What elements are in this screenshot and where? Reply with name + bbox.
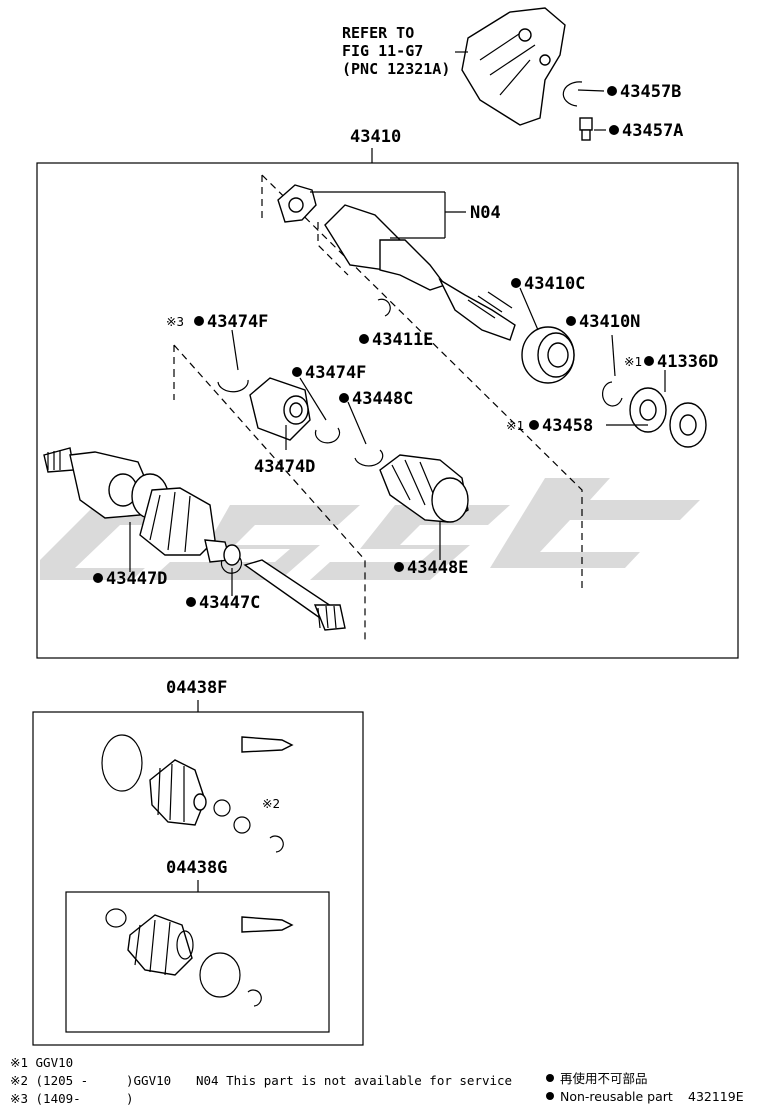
non-reusable-dot (607, 86, 617, 96)
label-43410N: 43410N (579, 312, 640, 332)
non-reusable-dot (529, 420, 539, 430)
label-41336D: 41336D (657, 352, 718, 372)
clamp-icon (314, 427, 341, 444)
non-reusable-dot (644, 356, 654, 366)
label-43411E: 43411E (372, 330, 433, 350)
outboard-joint (43, 447, 346, 631)
snap-ring-icon (562, 81, 605, 107)
legend-english: Non-reusable part (560, 1089, 673, 1104)
kit-f-number: 04438F (166, 678, 227, 698)
footnote-1: ※1 GGV10 (10, 1055, 73, 1070)
legend-dot (546, 1074, 554, 1082)
boot-icon (379, 454, 469, 560)
label-43448E: 43448E (407, 558, 468, 578)
clip-icon (377, 298, 391, 317)
plug-icon (579, 117, 606, 141)
assembly-frame (36, 162, 739, 659)
label-43448C: 43448C (352, 389, 413, 409)
note-mark-2: ※2 (262, 796, 280, 811)
clamp-icon (354, 449, 384, 467)
non-reusable-dot (511, 278, 521, 288)
label-43458: 43458 (542, 416, 593, 436)
non-reusable-dot (194, 316, 204, 326)
legend-dot (546, 1092, 554, 1100)
footnote-3: ※3 (1409- (10, 1091, 81, 1106)
ring-icon (602, 381, 623, 407)
non-reusable-dot (339, 393, 349, 403)
label-43457B: 43457B (620, 82, 681, 102)
footnote-n04: N04 This part is not available for servi… (196, 1073, 512, 1088)
non-reusable-dot (609, 125, 619, 135)
figure-code: 432119E (688, 1089, 744, 1104)
non-reusable-dot (186, 597, 196, 607)
label-43474F-b: 43474F (305, 363, 366, 383)
clamp-icon (217, 379, 249, 393)
label-43474D: 43474D (254, 457, 315, 477)
damper-icon (249, 377, 311, 450)
note-mark-3: ※3 (166, 314, 184, 329)
note-mark-1b: ※1 (506, 418, 524, 433)
kit-g-number: 04438G (166, 858, 227, 878)
legend-japanese: 再使用不可部品 (560, 1071, 648, 1086)
non-reusable-dot (566, 316, 576, 326)
inboard-joint (277, 184, 516, 341)
refer-line2: FIG 11-G7 (342, 42, 423, 60)
transaxle-housing (455, 7, 566, 126)
kit-g-frame (65, 891, 330, 1033)
note-mark-1: ※1 (624, 354, 642, 369)
label-43447C: 43447C (199, 593, 260, 613)
refer-line3: (PNC 12321A) (342, 60, 450, 78)
refer-line1: REFER TO (342, 24, 414, 42)
label-43474F-a: 43474F (207, 312, 268, 332)
non-reusable-dot (292, 367, 302, 377)
footnote-2: ※2 (1205 - (10, 1073, 88, 1088)
assembly-number: 43410 (350, 127, 401, 147)
footnote-3-end: ) (126, 1091, 134, 1106)
label-N04: N04 (470, 203, 501, 223)
non-reusable-dot (359, 334, 369, 344)
footnote-2-end: )GGV10 (126, 1073, 171, 1088)
seal-icon (629, 370, 707, 448)
label-43410C: 43410C (524, 274, 585, 294)
bearing-icon (519, 287, 575, 384)
non-reusable-dot (93, 573, 103, 583)
non-reusable-dot (394, 562, 404, 572)
kit-f-frame (32, 711, 364, 1046)
label-43457A: 43457A (622, 121, 683, 141)
kit-g-parts (105, 908, 294, 1007)
kit-f-parts (101, 734, 294, 853)
label-43447D: 43447D (106, 569, 167, 589)
